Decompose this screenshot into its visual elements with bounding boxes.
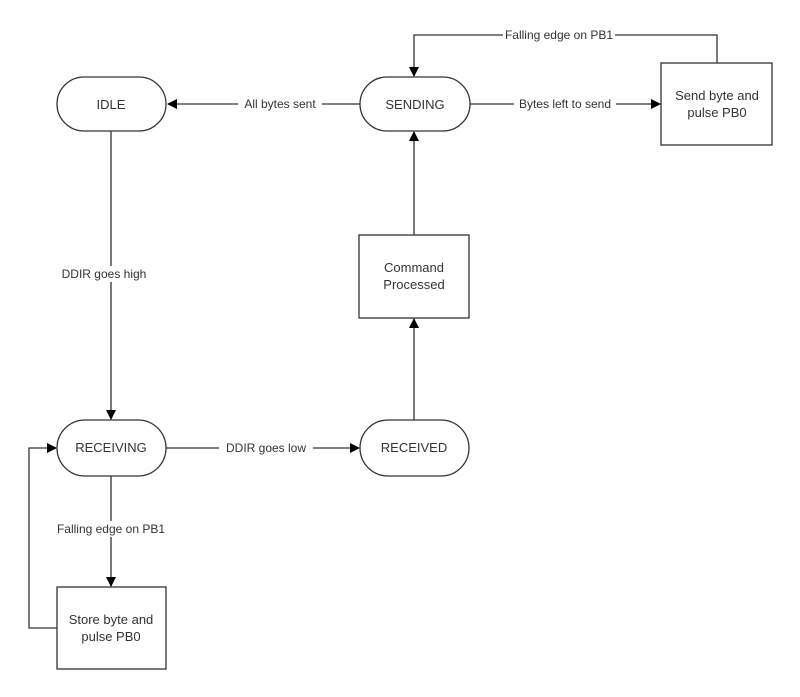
edge-idle-to-receiving: DDIR goes high <box>52 131 156 420</box>
action-store-byte: Store byte and pulse PB0 <box>56 586 167 670</box>
edge-sending-to-send-byte: Bytes left to send <box>470 96 661 112</box>
edge-sending-to-idle: All bytes sent <box>167 96 360 112</box>
action-store-byte-line-1: Store byte and <box>69 612 154 627</box>
edge-label-falling-edge-pb1-bottom: Falling edge on PB1 <box>57 522 165 536</box>
action-send-byte-line-2: pulse PB0 <box>687 105 746 120</box>
edge-receiving-to-received: DDIR goes low <box>166 440 360 456</box>
state-sending: SENDING <box>359 76 471 132</box>
edge-label-all-bytes-sent: All bytes sent <box>244 97 316 111</box>
edge-label-falling-edge-pb1-top: Falling edge on PB1 <box>505 28 613 42</box>
edge-send-byte-to-sending: Falling edge on PB1 <box>409 27 718 77</box>
edge-label-ddir-goes-low: DDIR goes low <box>226 441 306 455</box>
state-receiving-label: RECEIVING <box>75 440 147 455</box>
edge-receiving-to-store-byte: Falling edge on PB1 <box>54 476 168 587</box>
action-command-processed: Command Processed <box>358 234 470 319</box>
action-command-processed-line-2: Processed <box>383 277 444 292</box>
action-send-byte: Send byte and pulse PB0 <box>660 62 773 146</box>
state-idle-label: IDLE <box>97 97 126 112</box>
action-send-byte-line-1: Send byte and <box>675 88 759 103</box>
edge-label-bytes-left-to-send: Bytes left to send <box>519 97 611 111</box>
action-command-processed-line-1: Command <box>384 260 444 275</box>
action-store-byte-line-2: pulse PB0 <box>81 629 140 644</box>
edge-store-byte-to-receiving <box>28 443 57 629</box>
edge-label-ddir-goes-high: DDIR goes high <box>62 267 147 281</box>
state-received-label: RECEIVED <box>381 440 447 455</box>
state-idle: IDLE <box>56 76 167 132</box>
state-sending-label: SENDING <box>385 97 444 112</box>
state-receiving: RECEIVING <box>56 419 167 477</box>
state-received: RECEIVED <box>359 419 470 477</box>
